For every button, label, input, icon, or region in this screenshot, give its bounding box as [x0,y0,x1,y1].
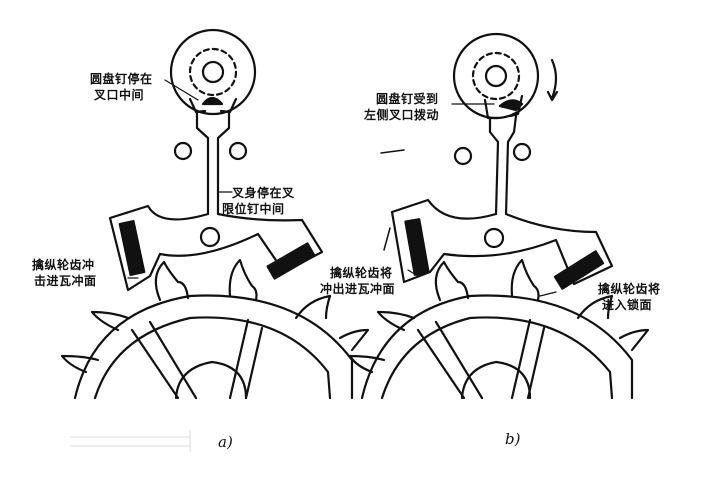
fork-horns-b [483,94,524,120]
escape-wheel-rim-a [73,294,354,400]
label-tooth-a-bottom: 击进瓦冲面 [34,274,97,288]
wheel-hub-a [174,360,248,400]
leader-lock-b [539,291,557,297]
entry-pallet-stone-b [404,218,430,276]
rotation-arrow-b [550,58,558,100]
banking-pin-right-a [228,141,248,161]
label-lock-b-bottom: 进入锁面 [602,298,653,312]
wheel-tooth-2-b [510,258,540,302]
label-fork-a-bottom: 限位钉中间 [222,202,285,216]
label-roller-b-top: 圆盘钉受到 [376,92,439,106]
roller-circle-b [452,32,540,120]
label-lock-b-top: 擒纵轮齿将 [598,282,661,296]
exit-pallet-stone-b [553,250,605,290]
pallet-arbor-a [199,226,221,248]
impulse-pin-a [201,96,224,106]
wheel-tooth-2-a [228,258,258,302]
banking-pin-right-b [512,142,532,162]
figure-b-mechanism [348,32,650,400]
banking-pin-left-b [453,146,473,166]
impulse-pin-b [498,99,524,112]
lever-stem-b [488,114,518,216]
scan-artefacts [70,430,191,452]
wheel-hub-b [460,360,532,400]
label-tooth-a-top: 擒纵轮齿冲 [32,258,95,272]
roller-center-b [484,64,508,88]
escape-wheel-inner-b [380,316,614,400]
pallet-fork-body-b [390,198,614,286]
wheel-spokes-a [130,318,264,400]
label-roller-b-bottom: 左侧叉口拨动 [364,108,440,122]
pallet-fork-body-a [108,204,324,292]
wheel-tooth-6-b [618,328,650,352]
leader-exit-b [407,269,419,277]
wheel-spokes-b [416,318,546,400]
roller-inner-dashed-b [471,51,521,101]
entry-pallet-stone-a [118,220,146,276]
banking-pin-left-a [173,141,193,161]
label-roller-a-bottom: 叉口中间 [94,88,145,102]
label-fork-a-top: 叉身停在叉 [232,186,295,200]
wheel-tooth-4-a [90,310,130,332]
label-exit-b-bottom: 冲出进瓦冲面 [320,282,396,296]
wheel-tooth-3-a [294,294,332,320]
pallet-arbor-b [483,227,505,249]
motion-mark-b [380,149,405,154]
caption-b: b) [505,430,521,448]
rotation-arrowhead-b [546,90,559,102]
wheel-tooth-1-a [154,260,190,302]
wheel-tooth-4-b [376,310,416,332]
exit-pallet-stone-a [266,242,316,280]
roller-inner-dashed-a [188,47,238,97]
wheel-tooth-6-a [338,328,370,352]
roller-circle-a [169,28,257,116]
lever-stem-a [195,110,231,216]
escape-wheel-rim-b [360,294,634,400]
wheel-tooth-1-b [434,260,470,302]
wheel-tooth-5-a [60,354,100,374]
roller-center-a [201,60,225,84]
leader-roller-a [164,79,199,101]
wheel-tooth-5-b [348,354,386,374]
caption-a: a) [218,433,233,451]
label-exit-b-top: 擒纵轮齿将 [330,266,393,280]
figure-a-mechanism [60,28,370,400]
wheel-tooth-3-b [576,294,614,320]
escape-wheel-inner-a [93,316,332,400]
motion-mark-2-b [383,227,391,251]
label-roller-a-top: 圆盘钉停在 [90,72,153,86]
